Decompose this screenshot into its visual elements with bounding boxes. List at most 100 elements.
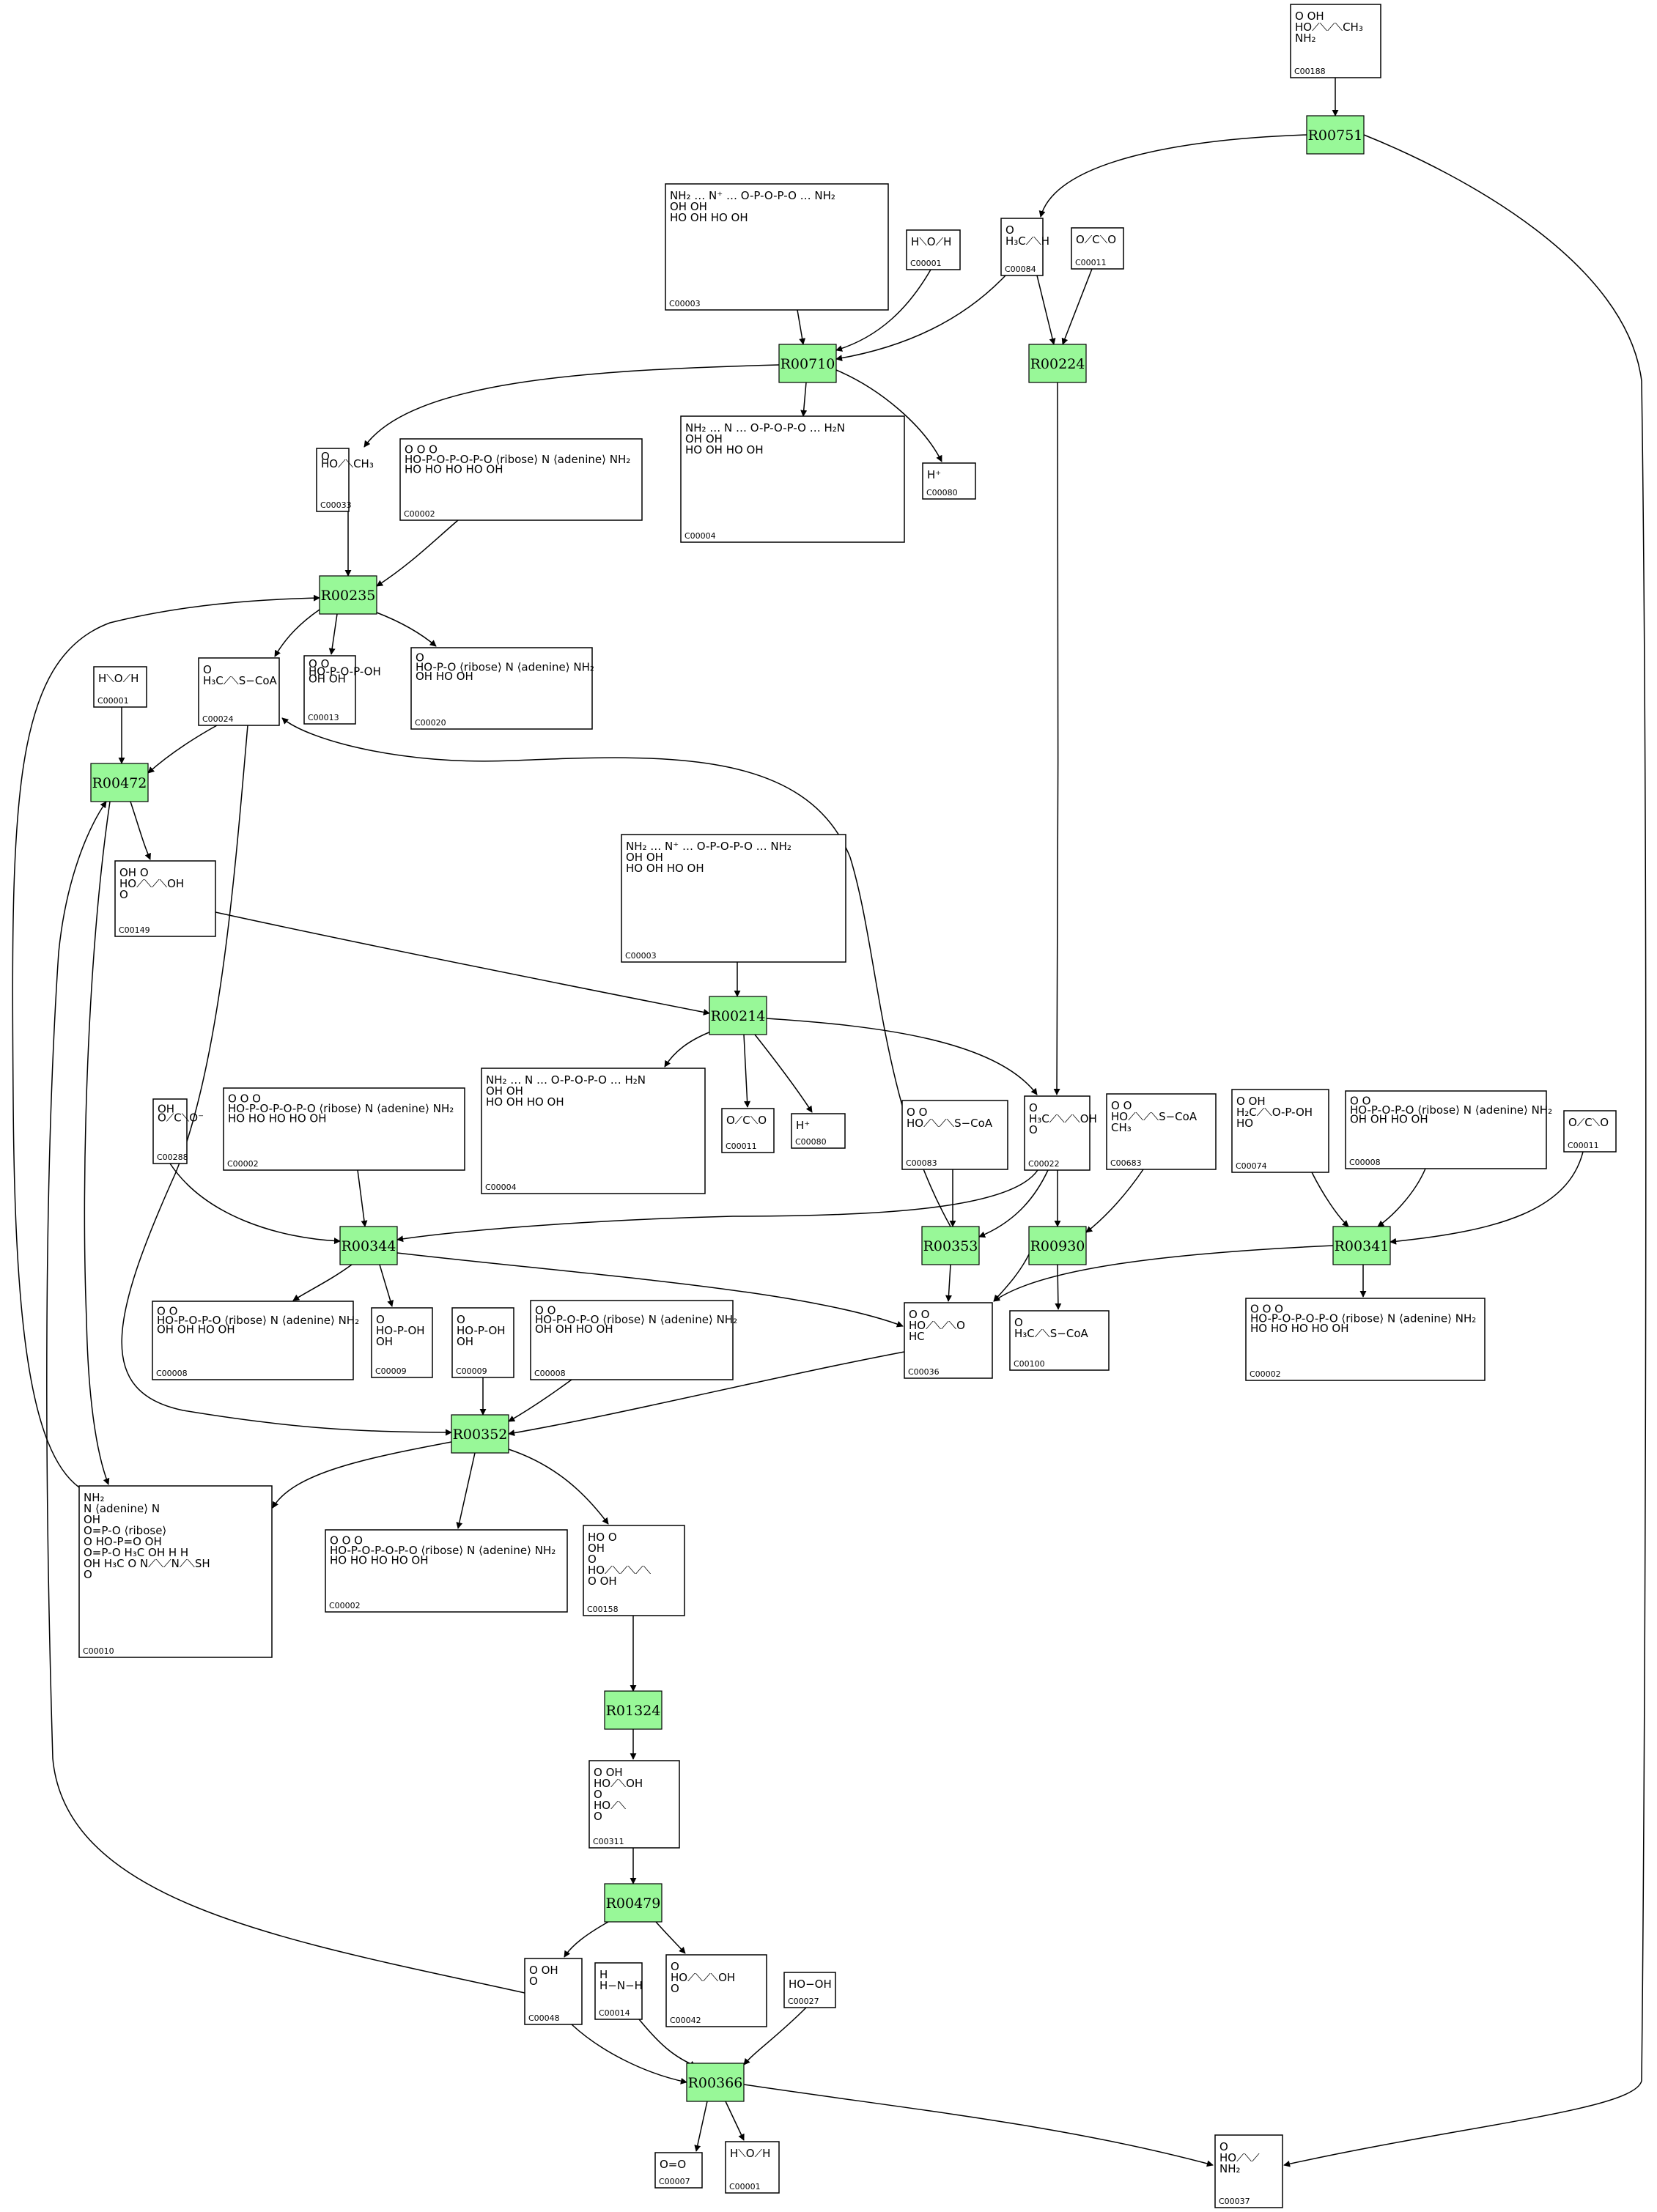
compound-box[interactable]	[1024, 1095, 1090, 1171]
compound-box[interactable]	[198, 657, 280, 726]
compound-box[interactable]	[583, 1525, 685, 1616]
compound-box[interactable]	[901, 1100, 1008, 1170]
compound-box[interactable]	[451, 1307, 514, 1378]
compound-box[interactable]	[621, 834, 846, 963]
compound-box[interactable]	[152, 1301, 354, 1380]
reaction-box[interactable]	[709, 996, 767, 1035]
reaction-box[interactable]	[1306, 115, 1365, 155]
compound-box[interactable]	[588, 1760, 680, 1849]
compound-box[interactable]	[665, 183, 889, 311]
compound-box[interactable]	[303, 655, 356, 725]
compound-box[interactable]	[922, 462, 976, 500]
compound-box[interactable]	[654, 2152, 703, 2189]
compound-box[interactable]	[223, 1087, 465, 1171]
compound-box[interactable]	[1009, 1310, 1110, 1371]
reaction-box[interactable]	[90, 763, 149, 802]
reaction-node-r00472[interactable]: R00472	[90, 763, 149, 802]
reaction-box[interactable]	[921, 1226, 980, 1265]
compound-box[interactable]	[530, 1300, 734, 1380]
compound-box[interactable]	[904, 1302, 993, 1379]
reaction-node-r00214[interactable]: R00214	[709, 996, 767, 1035]
compound-box[interactable]	[594, 1962, 643, 2020]
reaction-box[interactable]	[1028, 1226, 1087, 1265]
reaction-node-r00344[interactable]: R00344	[339, 1226, 398, 1265]
compound-box[interactable]	[316, 448, 350, 512]
compound-box[interactable]	[665, 1954, 767, 2027]
compound-box[interactable]	[791, 1113, 846, 1149]
compound-box[interactable]	[524, 1958, 583, 2025]
reaction-box[interactable]	[451, 1414, 509, 1454]
compound-box[interactable]	[410, 647, 593, 730]
compound-c00080[interactable]: H⁺C00080	[922, 462, 976, 500]
compound-box[interactable]	[399, 438, 643, 521]
reaction-box[interactable]	[686, 2063, 745, 2102]
reaction-node-r00353[interactable]: R00353	[921, 1226, 980, 1265]
reaction-box[interactable]	[604, 1690, 663, 1730]
reaction-node-r00366[interactable]: R00366	[686, 2063, 745, 2102]
reaction-box[interactable]	[778, 344, 837, 383]
compound-box[interactable]	[78, 1485, 273, 1658]
compound-c00008[interactable]: O OHO-P-O-P-O ⟨ribose⟩ N ⟨adenine⟩ NH₂OH…	[152, 1301, 359, 1380]
compound-box[interactable]	[371, 1307, 433, 1378]
compound-box[interactable]	[1290, 4, 1381, 78]
compound-c00008[interactable]: O OHO-P-O-P-O ⟨ribose⟩ N ⟨adenine⟩ NH₂OH…	[530, 1300, 737, 1380]
compound-c00288[interactable]: OHO⟋C⟍O⁻C00288	[152, 1098, 204, 1164]
compound-box[interactable]	[1214, 2134, 1283, 2208]
compound-box[interactable]	[481, 1068, 706, 1194]
compound-box[interactable]	[152, 1098, 188, 1164]
compound-box[interactable]	[906, 229, 961, 270]
compound-box[interactable]	[1231, 1089, 1329, 1173]
reaction-node-r00930[interactable]: R00930	[1028, 1226, 1087, 1265]
compound-c00002[interactable]: O O OHO-P-O-P-O-P-O ⟨ribose⟩ N ⟨adenine⟩…	[223, 1087, 465, 1171]
reaction-node-r00352[interactable]: R00352	[451, 1414, 509, 1454]
compound-box[interactable]	[325, 1529, 568, 1613]
reaction-box[interactable]	[319, 575, 377, 615]
reaction-node-r00235[interactable]: R00235	[319, 575, 377, 615]
compound-c00080[interactable]: H⁺C00080	[791, 1113, 846, 1149]
compound-box[interactable]	[680, 415, 905, 543]
reaction-box[interactable]	[1028, 344, 1087, 383]
reaction-node-r00341[interactable]: R00341	[1332, 1226, 1391, 1265]
compound-box[interactable]	[721, 1108, 775, 1153]
reaction-node-r01324[interactable]: R01324	[604, 1690, 663, 1730]
compound-box[interactable]	[1071, 227, 1124, 270]
reaction-node-r00479[interactable]: R00479	[604, 1883, 663, 1923]
compound-c00008[interactable]: O OHO-P-O-P-O ⟨ribose⟩ N ⟨adenine⟩ NH₂OH…	[1345, 1090, 1552, 1169]
compound-box[interactable]	[1245, 1298, 1486, 1381]
compound-box[interactable]	[783, 1972, 836, 2008]
compound-box[interactable]	[1345, 1090, 1547, 1169]
reaction-node-r00751[interactable]: R00751	[1306, 115, 1365, 155]
compound-c00002[interactable]: O O OHO-P-O-P-O-P-O ⟨ribose⟩ N ⟨adenine⟩…	[1245, 1298, 1486, 1381]
compound-box[interactable]	[114, 860, 216, 937]
